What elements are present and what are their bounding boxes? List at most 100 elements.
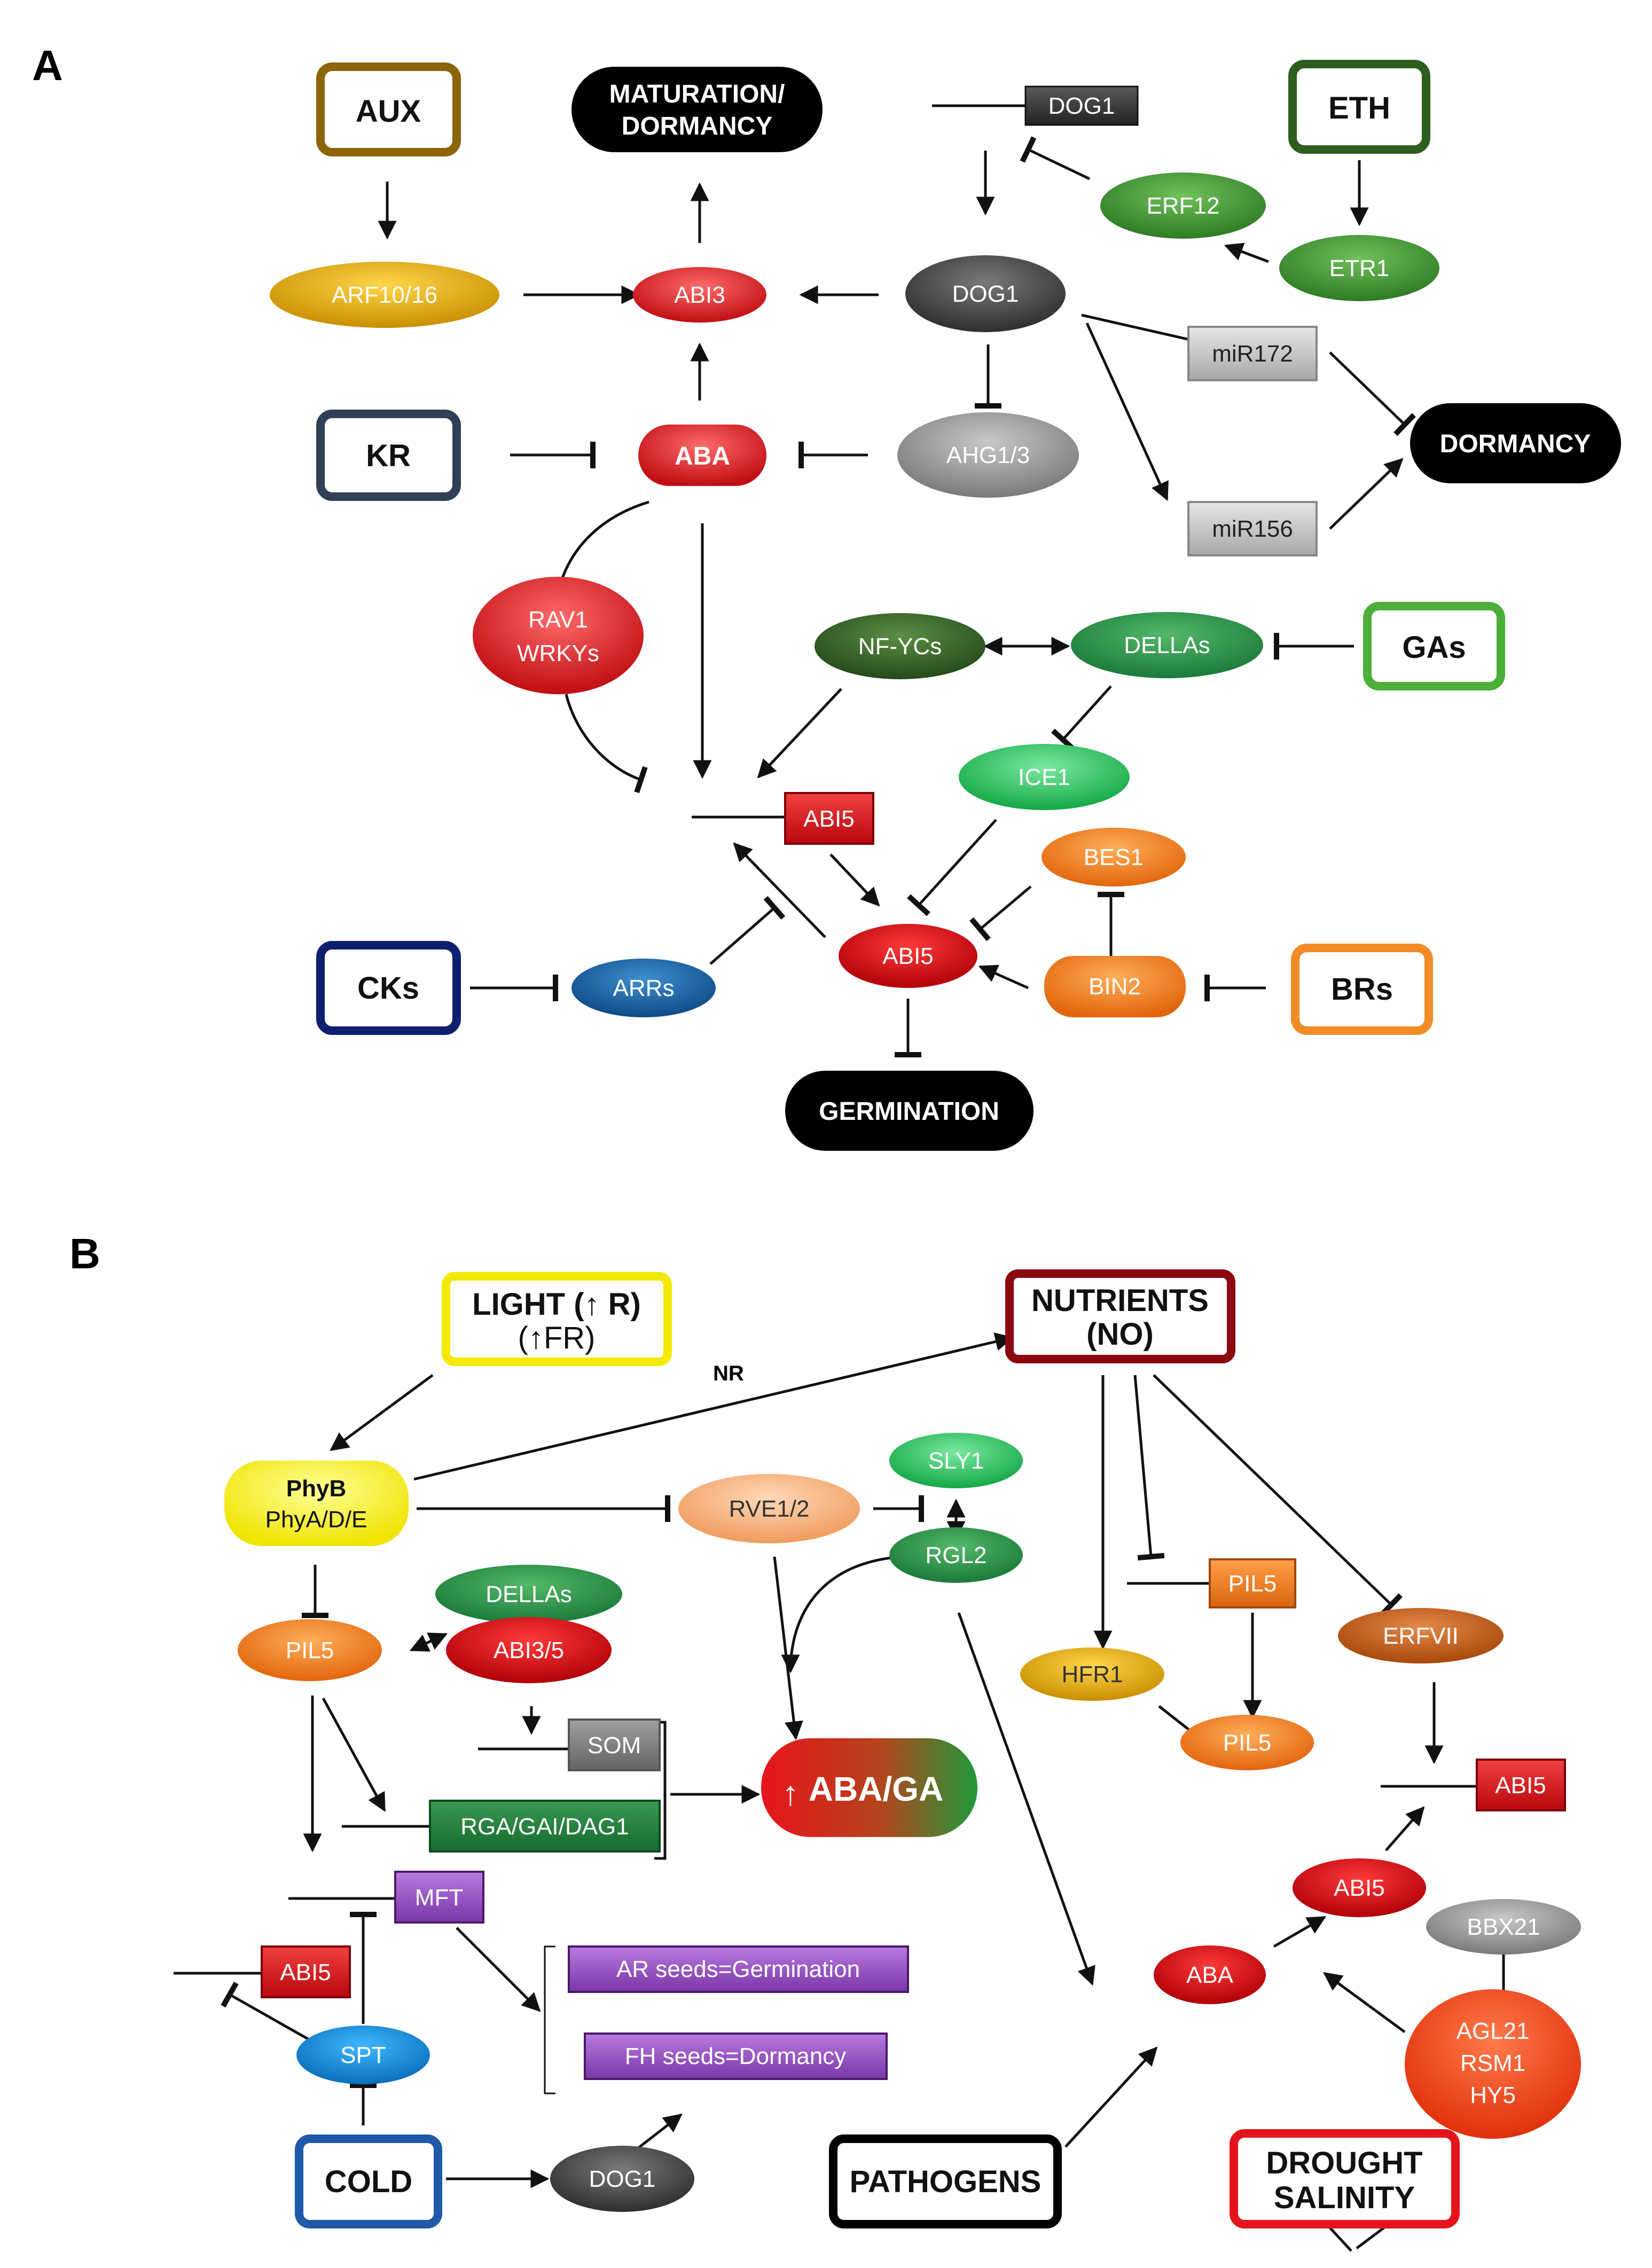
svg-text:PIL5: PIL5	[286, 1637, 334, 1663]
etr1-oval: ETR1	[1279, 235, 1439, 301]
svg-text:miR156: miR156	[1212, 516, 1293, 542]
nfycs-oval: NF-YCs	[815, 613, 985, 679]
svg-text:RGA/GAI/DAG1: RGA/GAI/DAG1	[460, 1814, 629, 1840]
hfr1-oval: HFR1	[1020, 1647, 1164, 1701]
ar-seeds-box: AR seeds=Germination	[568, 1945, 909, 1993]
svg-text:WRKYs: WRKYs	[517, 640, 599, 666]
svg-text:LIGHT (↑ R): LIGHT (↑ R)	[472, 1287, 641, 1322]
svg-text:ICE1: ICE1	[1018, 764, 1070, 790]
svg-text:ABA: ABA	[675, 442, 730, 470]
svg-text:ARRs: ARRs	[613, 975, 675, 1001]
spt-oval: SPT	[296, 2026, 430, 2084]
svg-text:KR: KR	[366, 438, 411, 473]
svg-text:ABI5: ABI5	[803, 806, 854, 832]
panel-label-b: B	[69, 1230, 100, 1277]
svg-text:MFT: MFT	[415, 1885, 463, 1911]
svg-text:RSM1: RSM1	[1460, 2050, 1525, 2076]
erfvii-oval: ERFVII	[1338, 1608, 1504, 1663]
svg-text:NF-YCs: NF-YCs	[858, 633, 942, 660]
rgl2-oval: RGL2	[889, 1527, 1023, 1583]
svg-text:ABI3: ABI3	[674, 282, 725, 308]
svg-text:SOM: SOM	[588, 1732, 641, 1759]
abi5-oval-a: ABI5	[839, 924, 977, 988]
svg-text:ABI5: ABI5	[1495, 1772, 1546, 1799]
mir172-box: miR172	[1187, 326, 1318, 381]
arf-oval: ARF10/16	[270, 262, 499, 328]
svg-text:ABI3/5: ABI3/5	[494, 1637, 564, 1663]
aux-box: AUX	[316, 62, 461, 156]
som-box: SOM	[568, 1718, 661, 1771]
svg-text:BES1: BES1	[1084, 844, 1144, 870]
rga-box: RGA/GAI/DAG1	[429, 1800, 661, 1853]
arrs-oval: ARRs	[571, 959, 716, 1017]
dormancy-pill: DORMANCY	[1410, 403, 1621, 483]
maturation-dormancy-pill: MATURATION/ DORMANCY	[571, 67, 823, 152]
bbx21-oval: BBX21	[1426, 1899, 1581, 1955]
kr-box: KR	[316, 410, 461, 501]
cks-box: CKs	[316, 941, 461, 1035]
svg-text:AUX: AUX	[356, 94, 421, 129]
svg-text:BBX21: BBX21	[1467, 1914, 1540, 1940]
svg-text:ARF10/16: ARF10/16	[332, 282, 437, 308]
nutrients-box: NUTRIENTS (NO)	[1005, 1269, 1235, 1363]
svg-text:(NO): (NO)	[1086, 1317, 1154, 1352]
rav1-wrkys-oval: RAV1 WRKYs	[473, 577, 644, 694]
svg-text:PhyA/D/E: PhyA/D/E	[265, 1506, 367, 1533]
svg-text:AGL21: AGL21	[1457, 2018, 1530, 2044]
svg-text:GERMINATION: GERMINATION	[819, 1097, 999, 1126]
dellas-oval-b: DELLAs	[435, 1565, 622, 1623]
svg-text:RVE1/2: RVE1/2	[729, 1496, 810, 1522]
dog1-gene-box: DOG1	[1024, 85, 1139, 126]
svg-text:DROUGHT: DROUGHT	[1266, 2146, 1422, 2180]
svg-text:FH seeds=Dormancy: FH seeds=Dormancy	[625, 2043, 846, 2069]
abi35-oval: ABI3/5	[446, 1617, 612, 1683]
fh-seeds-box: FH seeds=Dormancy	[584, 2032, 888, 2080]
svg-text:SLY1: SLY1	[928, 1448, 984, 1474]
svg-text:ERFVII: ERFVII	[1383, 1623, 1459, 1649]
phy-oval: PhyB PhyA/D/E	[224, 1461, 409, 1546]
bes1-oval: BES1	[1042, 828, 1186, 886]
svg-text:CKs: CKs	[357, 971, 419, 1006]
svg-text:DOG1: DOG1	[1048, 93, 1115, 119]
gas-box: GAs	[1363, 602, 1505, 690]
erf12-oval: ERF12	[1100, 172, 1266, 239]
abi5-gene-box-b-right: ABI5	[1476, 1759, 1566, 1811]
svg-text:COLD: COLD	[325, 2164, 412, 2199]
svg-text:PIL5: PIL5	[1228, 1571, 1277, 1597]
abi5-gene-box-a: ABI5	[784, 792, 874, 845]
svg-text:MATURATION/: MATURATION/	[609, 80, 785, 108]
dog1-oval: DOG1	[905, 255, 1066, 332]
svg-text:DORMANCY: DORMANCY	[622, 112, 773, 140]
rve-oval: RVE1/2	[678, 1474, 860, 1543]
svg-text:ABI5: ABI5	[280, 1959, 331, 1986]
svg-text:PIL5: PIL5	[1223, 1730, 1272, 1756]
agl21-rsm1-hy5-oval: AGL21 RSM1 HY5	[1405, 1989, 1581, 2139]
svg-text:ABI5: ABI5	[1334, 1875, 1384, 1901]
eth-box: ETH	[1288, 60, 1430, 154]
svg-text:AR seeds=Germination: AR seeds=Germination	[616, 1956, 860, 1982]
ice1-oval: ICE1	[959, 744, 1130, 810]
drought-salinity-box: DROUGHT SALINITY	[1230, 2129, 1460, 2228]
pil5-oval-right: PIL5	[1180, 1715, 1314, 1770]
aba-oval-b: ABA	[1154, 1945, 1266, 2004]
pil5-gene-box: PIL5	[1209, 1558, 1296, 1608]
svg-text:SALINITY: SALINITY	[1274, 2180, 1415, 2215]
panel-a-connectors	[378, 104, 1416, 1057]
svg-text:miR172: miR172	[1212, 341, 1293, 367]
abi5-oval-b: ABI5	[1293, 1858, 1426, 1917]
pil5-oval-left: PIL5	[238, 1619, 382, 1681]
germination-pill: GERMINATION	[785, 1071, 1034, 1151]
dog1-oval-b: DOG1	[550, 2146, 694, 2212]
svg-text:ABA/GA: ABA/GA	[809, 1770, 943, 1808]
svg-text:ETH: ETH	[1328, 91, 1390, 125]
cold-box: COLD	[295, 2134, 442, 2228]
abi5-gene-box-b-left: ABI5	[261, 1945, 351, 1998]
svg-text:↑: ↑	[782, 1774, 799, 1812]
svg-text:DELLAs: DELLAs	[1124, 632, 1210, 658]
light-box: LIGHT (↑ R) (↑FR)	[442, 1272, 672, 1366]
ahg-oval: AHG1/3	[897, 412, 1079, 498]
svg-text:PhyB: PhyB	[286, 1476, 346, 1502]
mft-box: MFT	[394, 1871, 484, 1924]
svg-text:DOG1: DOG1	[952, 281, 1019, 307]
svg-text:RAV1: RAV1	[528, 607, 588, 633]
